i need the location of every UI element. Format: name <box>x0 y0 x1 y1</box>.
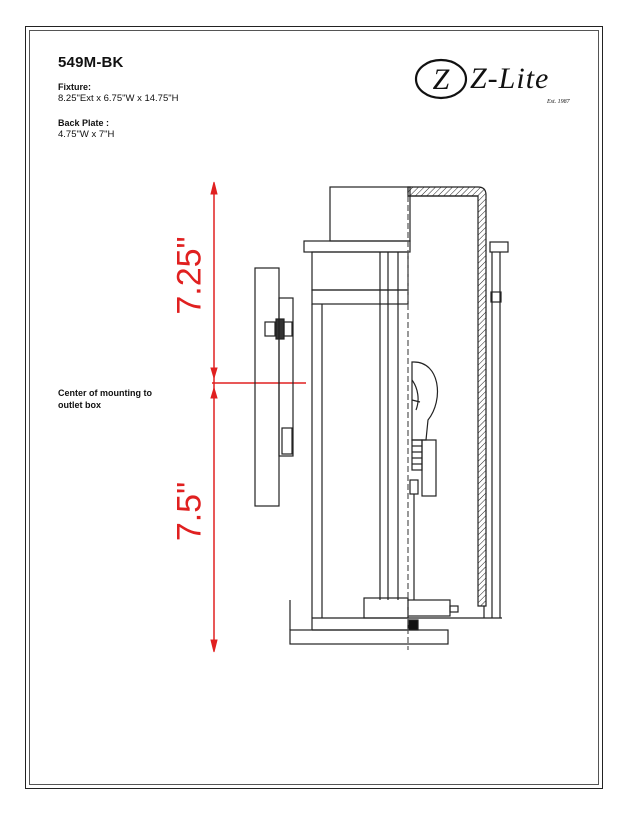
center-mounting-note: Center of mounting to outlet box <box>58 388 152 410</box>
model-number: 549M-BK <box>58 54 124 71</box>
fixture-dimensions: 8.25"Ext x 6.75"W x 14.75"H <box>58 93 179 104</box>
page-border-inner <box>29 30 599 785</box>
back-plate <box>254 267 280 507</box>
dimension-lower: 7.5" <box>170 481 209 542</box>
logo-established: Est. 1987 <box>547 99 570 105</box>
page-border-outer <box>25 26 603 789</box>
dimension-line <box>210 181 306 653</box>
backplate-label: Back Plate : <box>58 118 110 128</box>
logo-monogram-letter: Z <box>433 63 450 96</box>
logo-wordmark: Z-Lite <box>470 62 550 95</box>
fixture-outline <box>254 186 509 650</box>
backplate-dimensions: 4.75"W x 7"H <box>58 129 115 140</box>
logo-monogram-icon: Z <box>414 58 468 100</box>
dimension-upper: 7.25" <box>170 236 209 315</box>
fixture-label: Fixture: <box>58 82 92 92</box>
shade-section <box>407 186 487 607</box>
